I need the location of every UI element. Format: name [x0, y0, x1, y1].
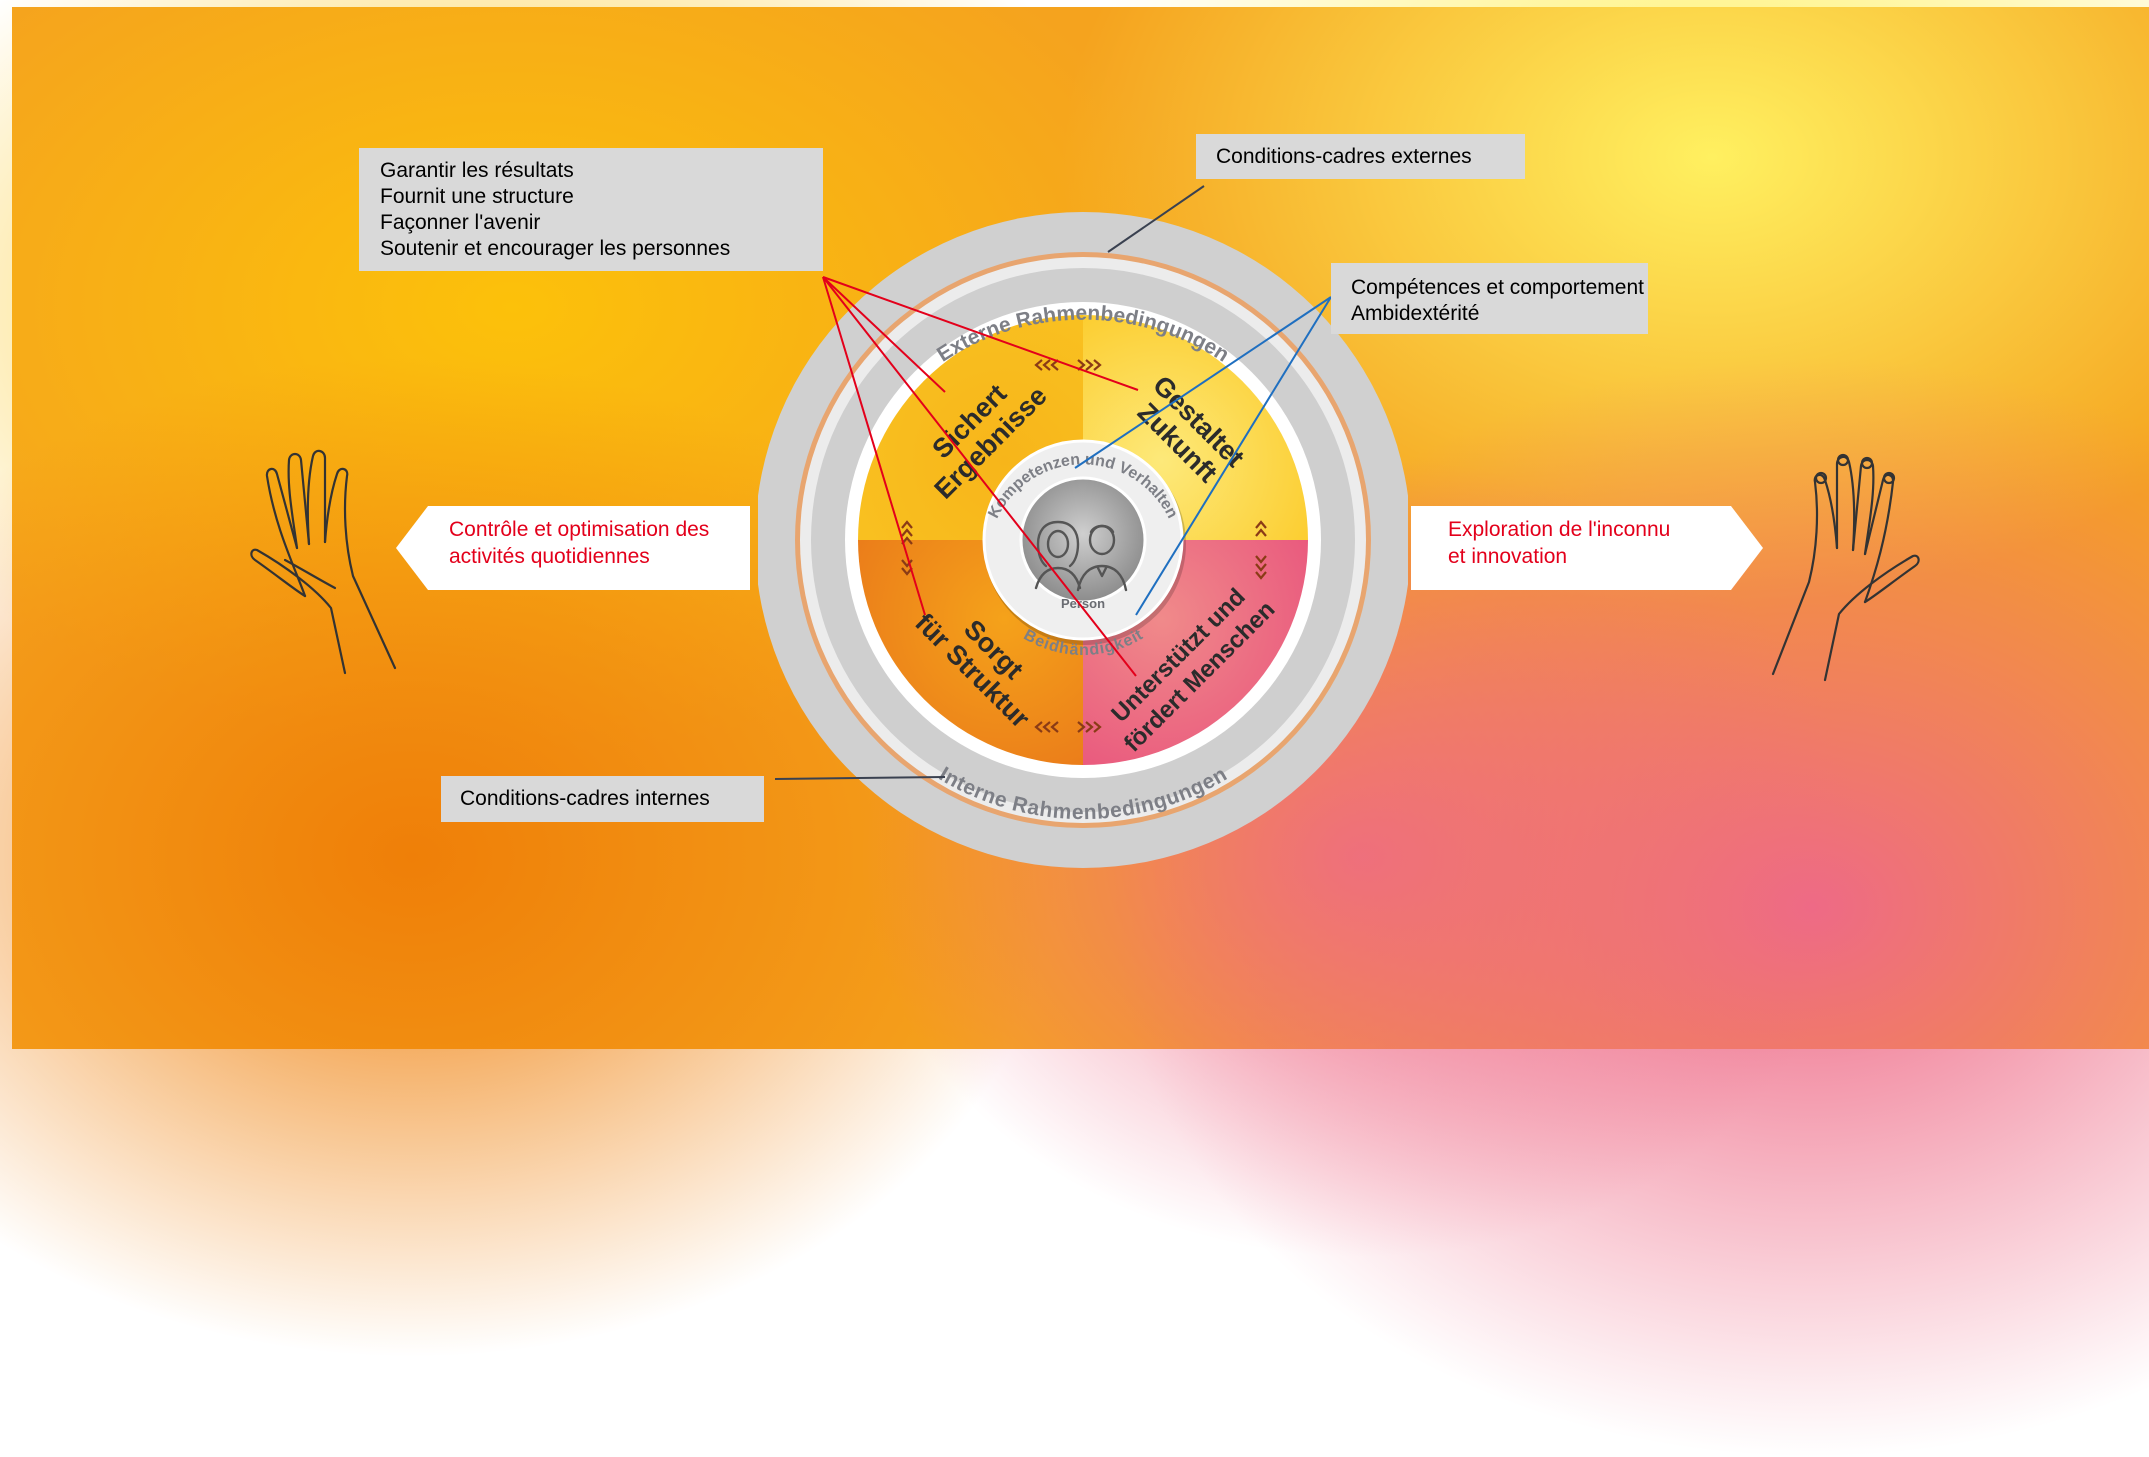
competences-line: Compétences et comportement	[1351, 276, 1644, 299]
center-person-label: Person	[1061, 596, 1105, 611]
right-banner-line: et innovation	[1448, 545, 1568, 568]
connector-to-external-ring	[1107, 185, 1205, 253]
leadership-diagram: Externe Rahmenbedingungen Interne Rahmen…	[758, 212, 1408, 868]
connector-lines	[774, 185, 1332, 780]
right-banner-text: Exploration de l'inconnu et innovation	[1448, 516, 1671, 570]
functions-line: Façonner l'avenir	[380, 211, 541, 234]
center-core	[1019, 476, 1147, 604]
left-hand-icon	[250, 449, 397, 675]
person-avatars-icon	[1034, 520, 1128, 592]
external-conditions-label: Conditions-cadres externes	[1216, 145, 1472, 168]
left-banner-text: Contrôle et optimisation des activités q…	[449, 516, 710, 570]
connector-to-kompetenzen	[1074, 296, 1332, 469]
internal-conditions-box: Conditions-cadres internes	[441, 776, 764, 822]
competences-box: Compétences et comportement Ambidextérit…	[1331, 263, 1648, 334]
connector-to-internal-ring	[774, 776, 946, 780]
connector-to-unterstuetzt	[822, 276, 1137, 677]
right-hand-icon	[1771, 453, 1920, 682]
left-banner-line: Contrôle et optimisation des	[449, 518, 710, 541]
functions-line: Soutenir et encourager les personnes	[380, 237, 731, 260]
external-conditions-box: Conditions-cadres externes	[1196, 134, 1525, 179]
left-banner-line: activités quotidiennes	[449, 545, 650, 568]
right-banner-line: Exploration de l'inconnu	[1448, 518, 1671, 541]
competences-line: Ambidextérité	[1351, 302, 1480, 325]
functions-box: Garantir les résultats Fournit une struc…	[359, 148, 823, 271]
internal-conditions-label: Conditions-cadres internes	[460, 787, 710, 810]
functions-line: Garantir les résultats	[380, 159, 574, 182]
functions-line: Fournit une structure	[380, 185, 574, 208]
connector-to-beidhaendigkeit	[1135, 296, 1332, 616]
connector-to-sorgt	[822, 276, 926, 616]
connector-to-sichert	[822, 276, 946, 393]
connector-to-gestaltet	[822, 276, 1139, 391]
